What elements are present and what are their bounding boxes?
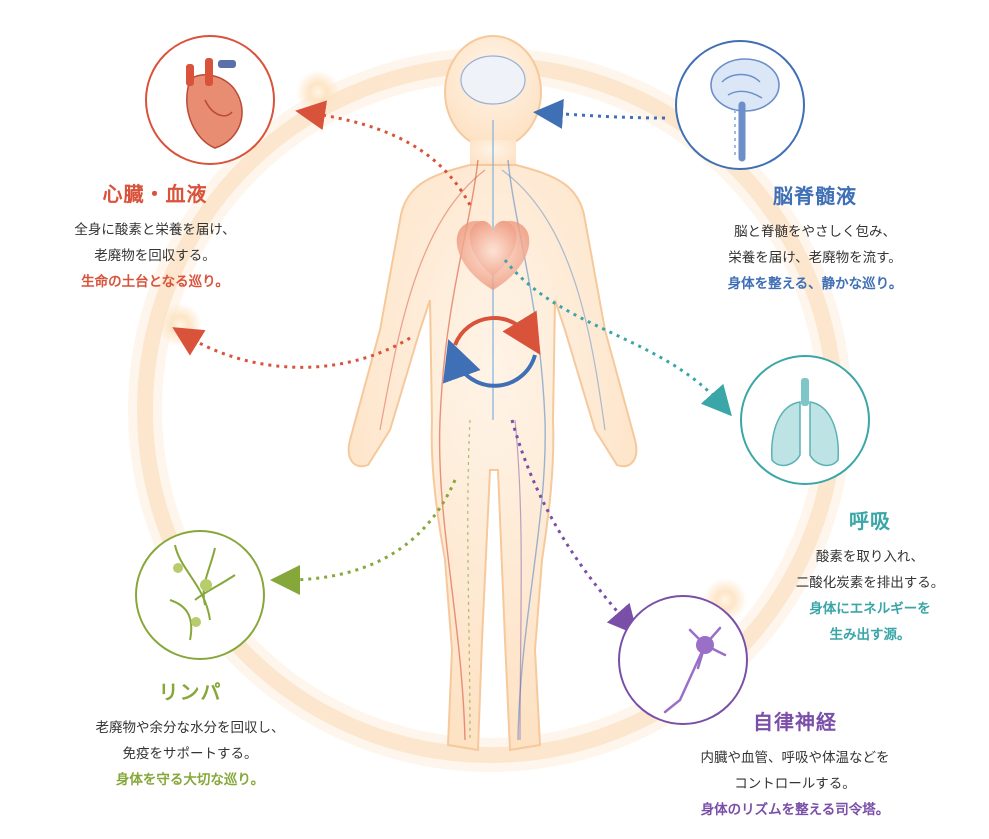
lymph-highlight: 身体を守る大切な巡り。	[115, 772, 265, 788]
csf-title: 脳脊髄液	[773, 184, 857, 208]
heart-highlight: 生命の土台となる巡り。	[81, 274, 229, 290]
csf-highlight: 身体を整える、静かな巡り。	[727, 276, 903, 292]
heart-organ-icon	[145, 35, 275, 165]
lymph-line2: 免疫をサポートする。	[122, 746, 258, 762]
nerve-highlight: 身体のリズムを整える司令塔。	[700, 802, 890, 818]
csf-line1: 脳と脊髄をやさしく包み、	[734, 224, 896, 240]
neuron-icon	[618, 595, 748, 725]
lymph-title: リンパ	[158, 680, 222, 704]
heart-line2: 老廃物を回収する。	[94, 248, 216, 264]
csf-line2: 栄養を届け、老廃物を流す。	[728, 250, 902, 266]
nerve-title: 自律神経	[753, 710, 837, 734]
breath-line1: 酸素を取り入れ、	[815, 549, 925, 565]
breath-line2: 二酸化炭素を排出する。	[795, 575, 945, 591]
breath-highlight1: 身体にエネルギーを	[809, 601, 931, 617]
lymph-vessel-icon	[135, 530, 265, 660]
breath-section: 呼吸 酸素を取り入れ、 二酸化炭素を排出する。 身体にエネルギーを 生み出す源。	[770, 505, 970, 648]
heart-title: 心臓・血液	[102, 182, 208, 206]
lungs-icon	[740, 355, 870, 485]
breath-highlight2: 生み出す源。	[829, 627, 911, 643]
heart-section: 心臓・血液 全身に酸素と栄養を届け、 老廃物を回収する。 生命の土台となる巡り。	[40, 178, 270, 295]
lymph-section: リンパ 老廃物や余分な水分を回収し、 免疫をサポートする。 身体を守る大切な巡り…	[40, 676, 340, 793]
nerve-line2: コントロールする。	[734, 776, 856, 792]
flow-arrows	[172, 98, 732, 636]
human-body	[347, 35, 638, 752]
lymph-line1: 老廃物や余分な水分を回収し、	[95, 720, 285, 736]
nerve-section: 自律神経 内臓や血管、呼吸や体温などを コントロールする。 身体のリズムを整える…	[650, 706, 940, 823]
breath-title: 呼吸	[849, 509, 891, 533]
csf-section: 脳脊髄液 脳と脊髄をやさしく包み、 栄養を届け、老廃物を流す。 身体を整える、静…	[695, 180, 935, 297]
brain-spine-icon	[675, 40, 805, 170]
nerve-line1: 内臓や血管、呼吸や体温などを	[700, 750, 890, 766]
heart-line1: 全身に酸素と栄養を届け、	[74, 222, 236, 238]
